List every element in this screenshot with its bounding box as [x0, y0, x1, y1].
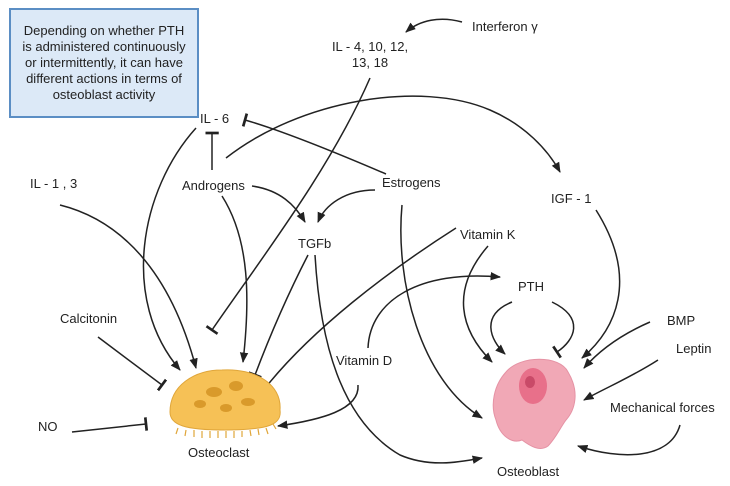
label-osteoblast: Osteoblast [497, 464, 560, 479]
arrow-vitd-to-osteoclast [276, 384, 359, 429]
inhibit-estrogens-to-il6 [241, 113, 387, 175]
label-il-13-18: 13, 18 [351, 55, 389, 70]
label-vitamin-k: Vitamin K [460, 227, 516, 242]
inhibit-calcitonin-to-osteoclast [97, 336, 168, 392]
pth-note-text: Depending on whether PTH is administered… [22, 23, 186, 102]
label-no: NO [38, 419, 58, 434]
arrow-il13-to-osteoclast [59, 204, 198, 370]
arrow-estrogens-to-tgfb [317, 189, 376, 223]
label-androgens: Androgens [182, 178, 245, 193]
label-bmp: BMP [667, 313, 696, 328]
arrow-vitd-to-pth [367, 271, 502, 349]
arrow-estrogens-to-osteoblast [400, 204, 483, 419]
inhibit-vitk-to-osteoclast [255, 227, 457, 398]
label-tgfb: TGFb [298, 236, 332, 251]
pth-note-box: Depending on whether PTH is administered… [9, 8, 199, 118]
arrow-interferon-to-il4 [405, 18, 463, 33]
arrow-vitk-to-osteoblast [462, 245, 493, 363]
arrow-androgens-to-tgfb [251, 185, 306, 223]
arrow-mechanical-to-osteoblast [577, 424, 681, 456]
osteoblast-cell [492, 358, 576, 449]
arrow-pth-to-osteoblast [490, 301, 513, 355]
arrow-bmp-to-osteoblast [583, 321, 651, 369]
inhibit-tgfb-to-osteoclast [248, 254, 309, 379]
label-il6: IL - 6 [200, 111, 230, 126]
arrow-il6-to-osteoclast [142, 127, 197, 371]
inhibit-il4-to-osteoclast [205, 77, 371, 335]
arrow-androgens-to-igf1 [225, 95, 561, 173]
inhibit-pth-to-osteoblast [551, 301, 575, 359]
label-pth: PTH [518, 279, 544, 294]
arrow-androgens-to-osteoclast [221, 195, 249, 364]
label-il-4-10-12: IL - 4, 10, 12, [331, 39, 409, 54]
label-il-1-3: IL - 1 , 3 [30, 176, 78, 191]
label-estrogens: Estrogens [382, 175, 441, 190]
inhibit-no-to-osteoclast [71, 417, 149, 433]
label-igf1: IGF - 1 [551, 191, 592, 206]
osteoclast-cell [169, 369, 281, 438]
label-interferon: Interferon γ [472, 19, 538, 34]
arrow-leptin-to-osteoblast [583, 359, 659, 401]
arrow-igf1-to-osteoblast [581, 209, 621, 359]
label-leptin: Leptin [676, 341, 712, 356]
label-mechanical-forces: Mechanical forces [610, 400, 715, 415]
label-osteoclast: Osteoclast [188, 445, 250, 460]
arrow-tgfb-to-osteoblast [314, 254, 484, 464]
label-vitamin-d: Vitamin D [336, 353, 393, 368]
label-calcitonin: Calcitonin [60, 311, 118, 326]
